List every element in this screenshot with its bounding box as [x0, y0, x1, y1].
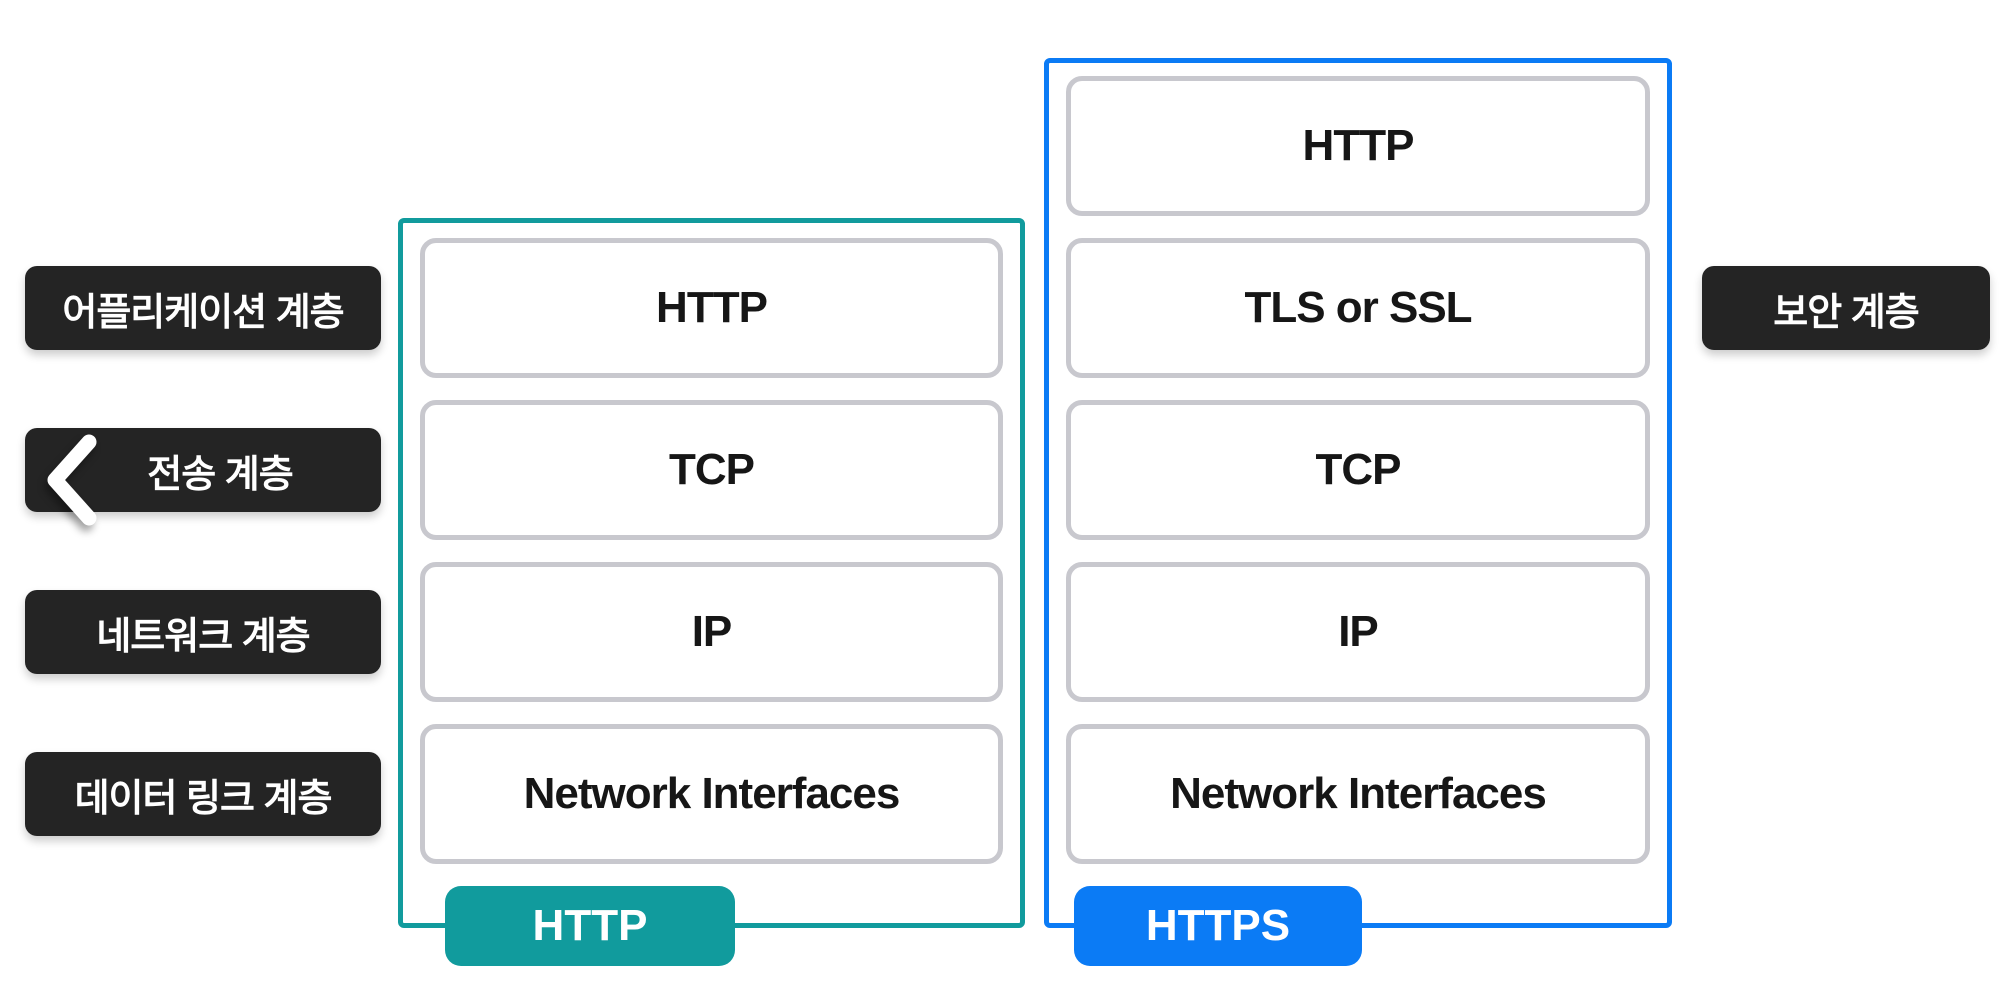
label-application-layer: 어플리케이션 계층 [25, 266, 381, 350]
https-stack-container: HTTP TLS or SSL TCP IP Network Interface… [1044, 58, 1672, 928]
label-network-layer: 네트워크 계층 [25, 590, 381, 674]
http-stack-layer-http: HTTP [420, 238, 1003, 378]
http-badge: HTTP [445, 886, 735, 966]
https-badge: HTTPS [1074, 886, 1362, 966]
label-security-layer-text: 보안 계층 [1773, 291, 1919, 334]
chevron-left-icon [39, 432, 105, 528]
label-network-layer-text: 네트워크 계층 [96, 615, 310, 658]
https-stack-layer-http: HTTP [1066, 76, 1650, 216]
label-datalink-layer: 데이터 링크 계층 [25, 752, 381, 836]
http-stack-layer-ip: IP [420, 562, 1003, 702]
https-stack-layer-ip: IP [1066, 562, 1650, 702]
https-stack-layer-tcp: TCP [1066, 400, 1650, 540]
label-application-layer-text: 어플리케이션 계층 [62, 291, 344, 334]
http-stack-layer-network-interfaces: Network Interfaces [420, 724, 1003, 864]
http-stack-container: HTTP TCP IP Network Interfaces [398, 218, 1025, 928]
http-stack-layer-tcp: TCP [420, 400, 1003, 540]
https-stack-layer-tls-or-ssl: TLS or SSL [1066, 238, 1650, 378]
https-stack-layer-network-interfaces: Network Interfaces [1066, 724, 1650, 864]
label-transport-layer: 전송 계층 [25, 428, 381, 526]
label-datalink-layer-text: 데이터 링크 계층 [74, 777, 333, 820]
label-transport-layer-text: 전송 계층 [147, 453, 293, 496]
label-security-layer: 보안 계층 [1702, 266, 1990, 350]
